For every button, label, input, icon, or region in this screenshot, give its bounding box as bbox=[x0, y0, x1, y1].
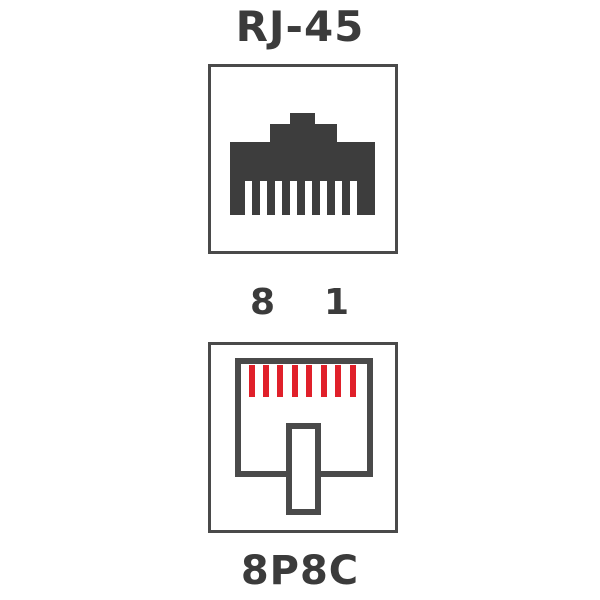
pin-label-8: 8 bbox=[249, 282, 276, 323]
pin-label-1: 1 bbox=[324, 282, 351, 323]
rj45-title: RJ-45 bbox=[235, 2, 365, 51]
8p8c-title: 8P8C bbox=[240, 548, 360, 594]
plug-frame bbox=[208, 342, 398, 533]
jack-socket-frame bbox=[208, 64, 398, 254]
